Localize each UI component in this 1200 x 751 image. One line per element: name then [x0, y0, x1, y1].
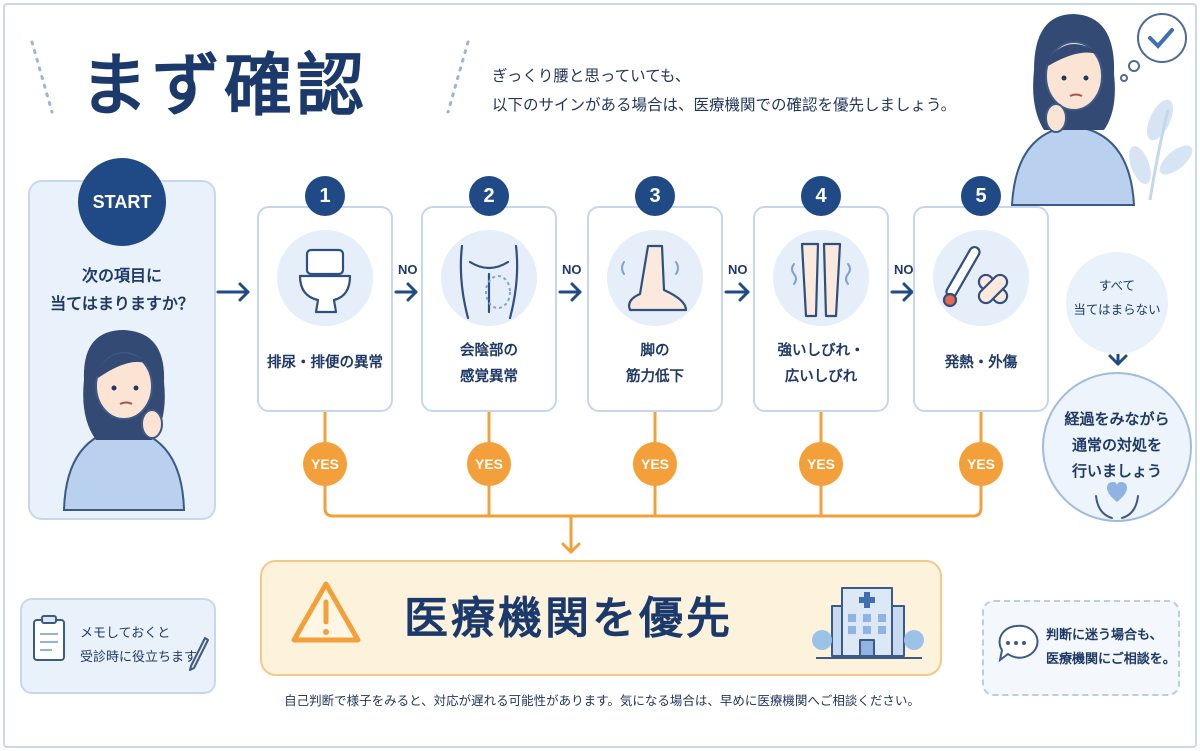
intro-line-1: ぎっくり腰と思っていても、 [492, 67, 691, 85]
step-label-5: 発熱・外傷 [913, 350, 1049, 376]
no-label-3: NO [728, 262, 748, 277]
step-number-4: 4 [801, 176, 841, 216]
step-label-1-line-1: 排尿・排便の異常 [267, 355, 383, 371]
step-number-2: 2 [469, 176, 509, 216]
step-label-3-line-2: 筋力低下 [626, 369, 684, 385]
intro-line-2: 以下のサインがある場合は、医療機関での確認を優先しましょう。 [492, 96, 957, 114]
start-question: 次の項目に 当てはまりますか？ [34, 262, 210, 318]
step-label-1: 排尿・排便の異常 [257, 350, 393, 376]
step-label-2-line-2: 感覚異常 [460, 369, 518, 385]
step-label-4: 強いしびれ・ 広いしびれ [753, 338, 889, 390]
none-apply-line-2: 当てはまらない [1073, 302, 1161, 317]
step-label-3-line-1: 脚の [640, 343, 670, 359]
result-title: 医療機関を優先 [404, 593, 733, 644]
step-label-2: 会陰部の 感覚異常 [421, 338, 557, 390]
step-number-1: 1 [305, 176, 345, 216]
yes-badge-4: YES [799, 442, 843, 486]
yes-badge-2: YES [467, 442, 511, 486]
yes-badge-5: YES [959, 442, 1003, 486]
consult-line-2: 医療機関にご相談を。 [1046, 652, 1176, 667]
memo-text: メモしておくと 受診時に役立ちます [80, 622, 197, 670]
normal-care-circle [1042, 372, 1192, 522]
normal-care-text: 経過をみながら 通常の対処を 行いましょう [1042, 406, 1192, 484]
no-label-2: NO [562, 262, 582, 277]
step-label-4-line-2: 広いしびれ [784, 369, 858, 385]
consult-text: 判断に迷う場合も、 医療機関にご相談を。 [1046, 624, 1176, 672]
start-badge: START [78, 158, 166, 246]
step-label-5-line-1: 発熱・外傷 [944, 355, 1018, 371]
consult-line-1: 判断に迷う場合も、 [1046, 628, 1163, 643]
normal-care-line-2: 通常の対処を [1071, 436, 1162, 454]
step-label-4-line-1: 強いしびれ・ [777, 343, 865, 359]
start-question-line-2: 当てはまりますか？ [50, 294, 194, 313]
result-box [260, 560, 942, 676]
step-label-3: 脚の 筋力低下 [587, 338, 723, 390]
step-number-5: 5 [961, 176, 1001, 216]
none-apply-line-1: すべて [1098, 278, 1136, 293]
none-apply-text: すべて 当てはまらない [1066, 274, 1168, 322]
start-question-line-1: 次の項目に [81, 266, 162, 285]
page-frame [3, 3, 1197, 748]
page-title: まず確認 [80, 47, 369, 126]
step-number-3: 3 [635, 176, 675, 216]
no-label-4: NO [894, 262, 914, 277]
step-icon-bg-4 [773, 230, 869, 326]
intro-text: ぎっくり腰と思っていても、 以下のサインがある場合は、医療機関での確認を優先しま… [492, 62, 956, 120]
none-apply-circle [1066, 252, 1168, 354]
memo-line-1: メモしておくと [80, 626, 171, 641]
no-label-1: NO [398, 262, 418, 277]
step-label-2-line-1: 会陰部の [460, 343, 518, 359]
yes-badge-1: YES [303, 442, 347, 486]
memo-line-2: 受診時に役立ちます [80, 650, 198, 665]
normal-care-line-1: 経過をみながら [1064, 410, 1170, 428]
normal-care-line-3: 行いましょう [1071, 462, 1162, 480]
result-note: 自己判断で様子をみると、対応が遅れる可能性があります。気になる場合は、早めに医療… [284, 693, 920, 708]
yes-badge-3: YES [633, 442, 677, 486]
